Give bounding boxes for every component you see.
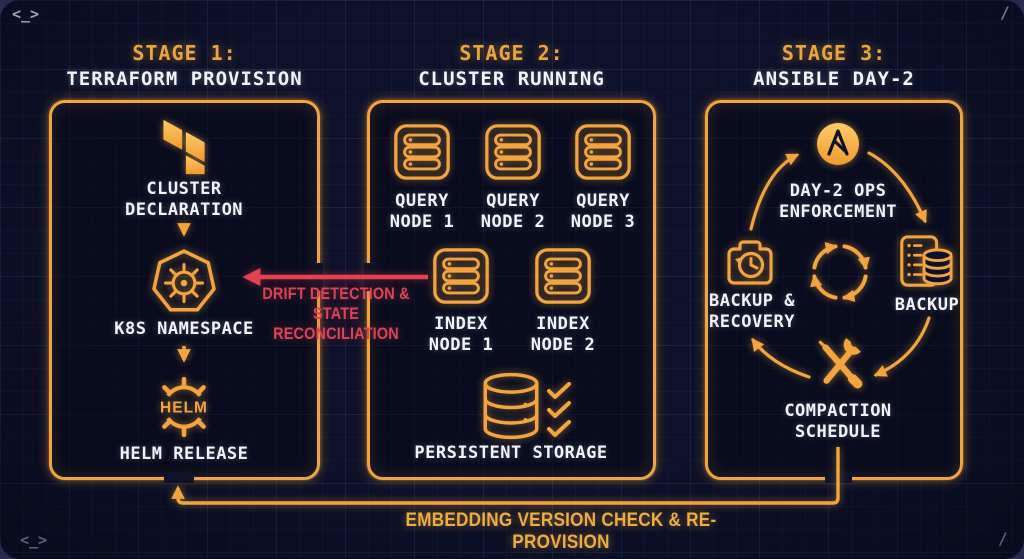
feedback-annotation: EMBEDDING VERSION CHECK & RE-PROVISION xyxy=(405,510,717,553)
helm-release-label: HELM RELEASE xyxy=(119,444,249,464)
backup-recovery-label: BACKUP &RECOVERY xyxy=(709,291,795,332)
corner-glyph-top-left: <_> xyxy=(12,5,40,23)
server-icon-query-1 xyxy=(394,124,450,180)
cluster-declaration-label: CLUSTER DECLARATION xyxy=(124,179,244,220)
stage-2-subtitle: CLUSTER RUNNING xyxy=(418,68,605,90)
compaction-icon xyxy=(818,338,863,389)
stage-3-header: STAGE 3: ANSIBLE DAY-2 xyxy=(705,41,963,90)
terraform-logo xyxy=(163,119,205,175)
stage-1-title: STAGE 1: xyxy=(132,41,237,65)
server-icon-query-2 xyxy=(485,124,541,180)
server-icon-query-3 xyxy=(575,124,631,180)
stage-2-title: STAGE 2: xyxy=(459,41,564,65)
server-icon-index-2 xyxy=(535,248,591,304)
k8s-namespace-label: K8S NAMESPACE xyxy=(114,319,254,339)
ansible-logo xyxy=(817,123,859,165)
svg-text:HELM: HELM xyxy=(160,400,208,417)
border-gap xyxy=(164,473,194,483)
border-gap xyxy=(825,473,852,483)
stage-3-subtitle: ANSIBLE DAY-2 xyxy=(753,68,915,90)
corner-glyph-top-right: / xyxy=(1000,3,1010,22)
corner-glyph-bottom-left: <_> xyxy=(20,531,48,549)
stage-2-box xyxy=(367,100,656,480)
database-icon xyxy=(483,372,539,440)
backup-label: BACKUP xyxy=(894,295,960,315)
checkmarks-icon xyxy=(547,382,571,437)
stage-2-header: STAGE 2: CLUSTER RUNNING xyxy=(367,41,656,90)
stage-1-subtitle: TERRAFORM PROVISION xyxy=(66,68,303,90)
persistent-storage-label: PERSISTENT STORAGE xyxy=(414,443,608,463)
backup-recovery-icon xyxy=(727,240,773,285)
stage-1-header: STAGE 1: TERRAFORM PROVISION xyxy=(49,41,320,90)
kubernetes-icon xyxy=(152,249,216,312)
server-icon-index-1 xyxy=(433,248,489,304)
helm-icon: HELM xyxy=(160,376,208,438)
stage-1-box xyxy=(49,100,320,480)
stage-3-title: STAGE 3: xyxy=(781,41,887,65)
backup-icon xyxy=(900,235,953,287)
corner-glyph-bottom-right: / xyxy=(998,529,1008,548)
drift-detection-annotation: DRIFT DETECTION & STATE RECONCILIATION xyxy=(262,284,410,343)
